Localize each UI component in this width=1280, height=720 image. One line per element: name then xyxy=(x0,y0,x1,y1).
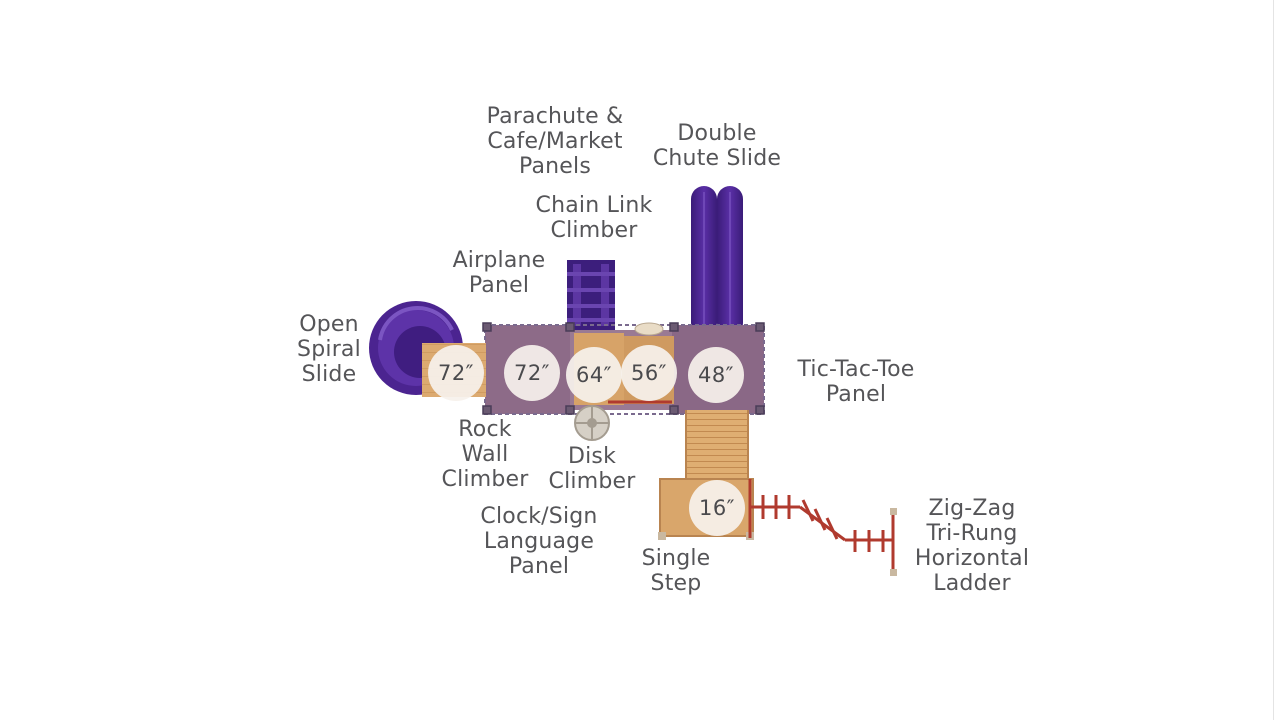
deck-height-badge: 72″ xyxy=(504,345,560,401)
label-chain-link-climber: Chain Link Climber xyxy=(535,193,653,243)
ladder-post xyxy=(890,508,897,515)
label-parachute-panels: Parachute & Cafe/Market Panels xyxy=(486,104,624,179)
ladder-post xyxy=(890,569,897,576)
deck-height-badge: 72″ xyxy=(428,345,484,401)
label-rock-wall-climber: Rock Wall Climber xyxy=(441,417,529,492)
double-chute-slide xyxy=(691,186,743,336)
label-double-chute-slide: Double Chute Slide xyxy=(652,121,782,171)
deck-height-badge: 64″ xyxy=(566,347,622,403)
deck-height-badge: 48″ xyxy=(688,347,744,403)
label-airplane-panel: Airplane Panel xyxy=(452,248,546,298)
deck-height-badge: 16″ xyxy=(689,480,745,536)
disk-climber xyxy=(574,405,610,441)
label-zigzag-ladder: Zig-Zag Tri-Rung Horizontal Ladder xyxy=(914,496,1030,596)
label-single-step: Single Step xyxy=(641,546,711,596)
zigzag-ladder xyxy=(748,479,895,572)
frame-edge xyxy=(1273,0,1274,720)
stairs xyxy=(686,410,748,482)
label-tic-tac-toe-panel: Tic-Tac-Toe Panel xyxy=(797,357,915,407)
label-disk-climber: Disk Climber xyxy=(548,444,636,494)
label-clock-sign-panel: Clock/Sign Language Panel xyxy=(480,504,598,579)
label-open-spiral-slide: Open Spiral Slide xyxy=(297,312,361,387)
chain-link-climber xyxy=(567,260,615,330)
deck-height-badge: 56″ xyxy=(621,345,677,401)
